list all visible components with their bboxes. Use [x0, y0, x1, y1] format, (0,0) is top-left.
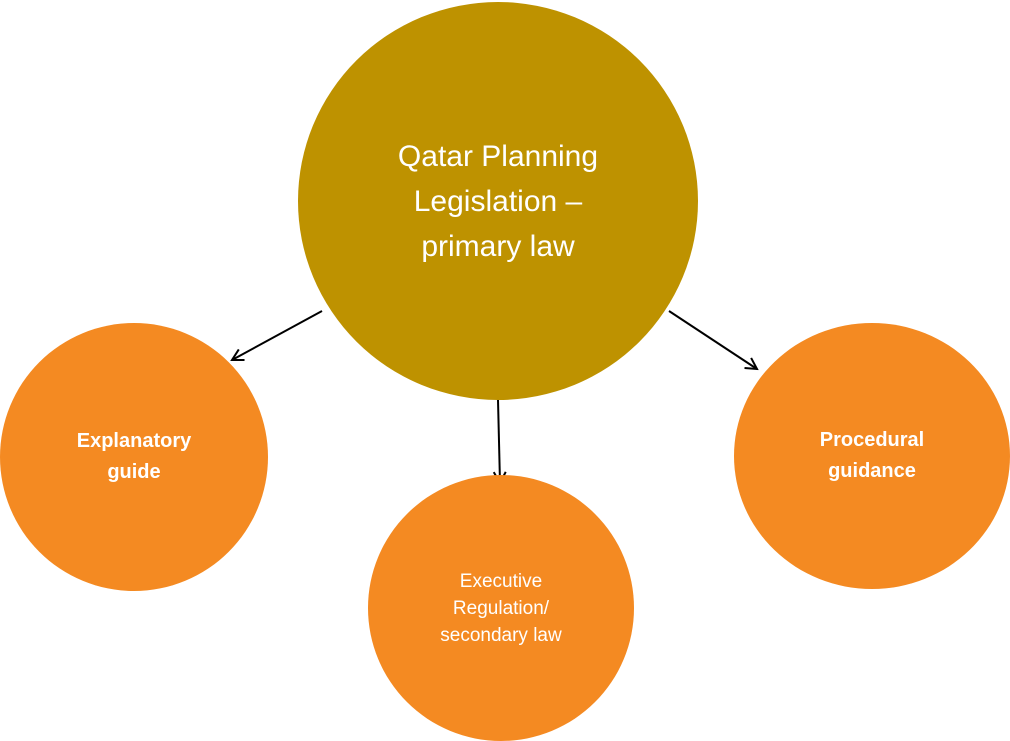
- node-procedural-guidance: Procedural guidance: [734, 323, 1010, 589]
- arrow-primary-to-executive: [498, 399, 500, 483]
- node-executive-regulation: Executive Regulation/ secondary law: [368, 475, 634, 741]
- node-executive-regulation-label: Executive Regulation/ secondary law: [440, 570, 562, 646]
- arrow-primary-to-explanatory: [232, 310, 323, 360]
- node-primary-law-label: Qatar Planning Legislation – primary law: [397, 139, 599, 263]
- node-explanatory-guide: Explanatory guide: [0, 323, 268, 591]
- node-primary-law: Qatar Planning Legislation – primary law: [298, 2, 698, 400]
- node-explanatory-guide-label: Explanatory guide: [76, 430, 192, 483]
- node-procedural-guidance-label: Procedural guidance: [819, 429, 925, 482]
- arrow-primary-to-procedural: [668, 310, 757, 369]
